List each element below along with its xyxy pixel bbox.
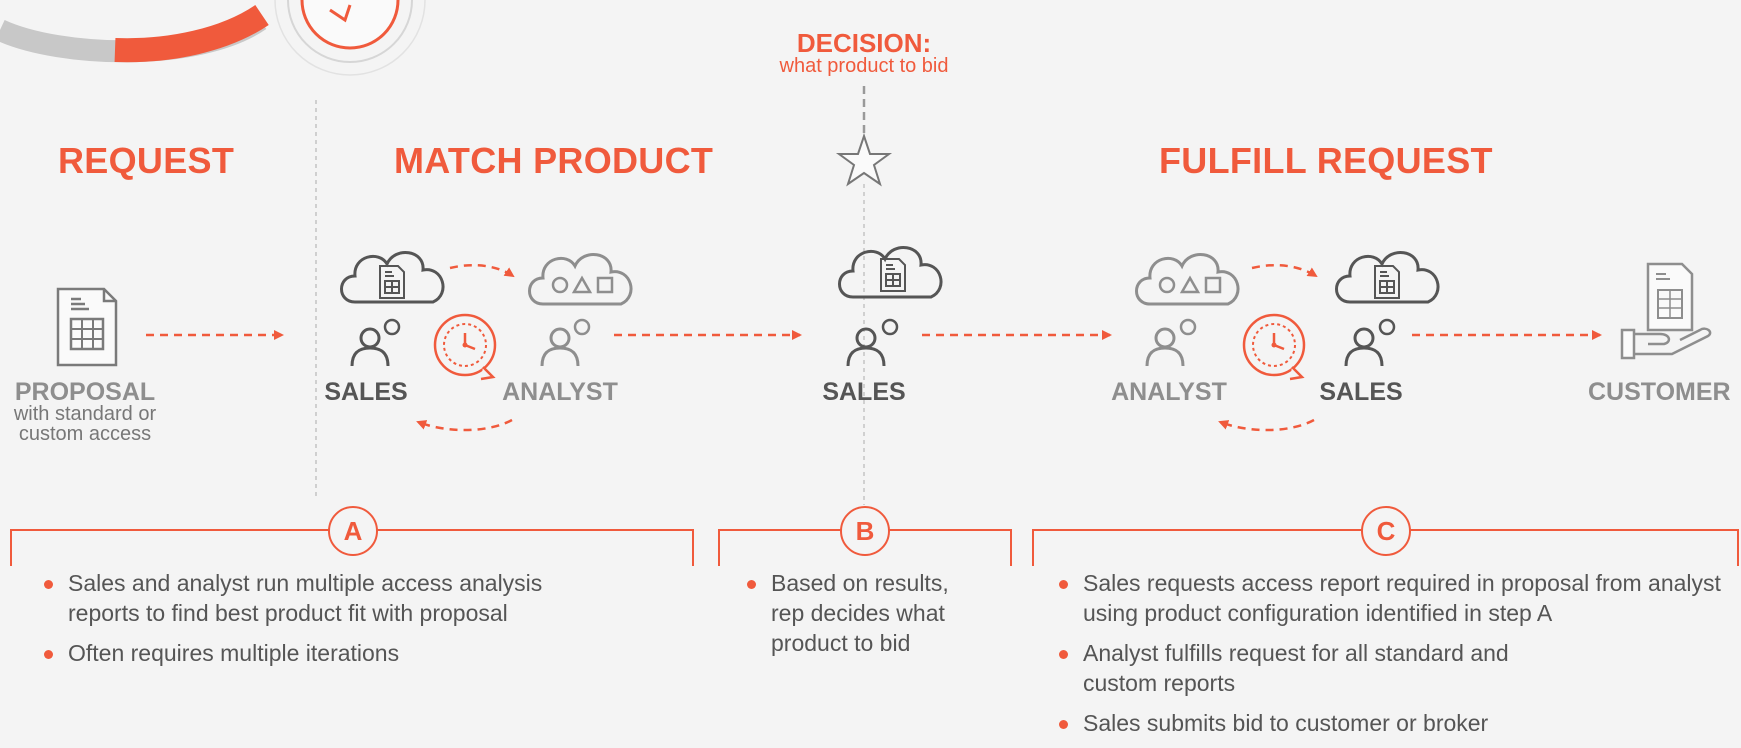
customer-hand-document-icon bbox=[1620, 262, 1712, 360]
clock-icon-1 bbox=[433, 313, 497, 381]
step-b-bullet-1: Based on results, rep decides what produ… bbox=[745, 568, 985, 658]
step-c-bullet-3: Sales submits bid to customer or broker bbox=[1057, 708, 1727, 738]
step-badge-c: C bbox=[1361, 506, 1411, 556]
arc-sales-to-analyst-2 bbox=[1218, 418, 1315, 432]
sales-1-icon bbox=[340, 251, 445, 368]
customer-label: CUSTOMER bbox=[1588, 378, 1731, 406]
star-icon bbox=[835, 132, 893, 187]
proposal-sub-2: custom access bbox=[18, 423, 152, 445]
step-a-bullets: Sales and analyst run multiple access an… bbox=[42, 568, 602, 678]
stage-title-fulfill: FULFILL REQUEST bbox=[1159, 140, 1493, 181]
sales-1-label: SALES bbox=[324, 378, 408, 406]
analyst-1-icon bbox=[528, 253, 633, 368]
stage-title-request: REQUEST bbox=[58, 140, 235, 181]
step-c-bullet-2: Analyst fulfills request for all standar… bbox=[1057, 638, 1583, 698]
proposal-label: PROPOSAL bbox=[14, 378, 156, 406]
arc-analyst-to-sales-2 bbox=[1251, 263, 1318, 278]
step-b-bullets: Based on results, rep decides what produ… bbox=[745, 568, 985, 668]
step-c-bullet-1: Sales requests access report required in… bbox=[1057, 568, 1727, 628]
analyst-2-icon bbox=[1135, 253, 1240, 368]
step-badge-a: A bbox=[328, 506, 378, 556]
sales-3-label: SALES bbox=[1319, 378, 1403, 406]
decision-subtitle: what product to bid bbox=[779, 55, 949, 77]
stage-title-match: MATCH PRODUCT bbox=[394, 140, 714, 181]
sales-2-label: SALES bbox=[822, 378, 906, 406]
proposal-document-icon bbox=[56, 287, 118, 367]
step-a-bullet-1: Sales and analyst run multiple access an… bbox=[42, 568, 602, 628]
step-badge-b: B bbox=[840, 506, 890, 556]
sales-3-icon bbox=[1335, 251, 1440, 368]
step-a-bullet-2: Often requires multiple iterations bbox=[42, 638, 602, 668]
decorative-ring bbox=[0, 0, 426, 76]
analyst-2-label: ANALYST bbox=[1111, 378, 1227, 406]
clock-icon-2 bbox=[1242, 313, 1306, 381]
step-c-bullets: Sales requests access report required in… bbox=[1057, 568, 1727, 748]
proposal-sub-1: with standard or bbox=[13, 403, 157, 425]
decision-title: DECISION: bbox=[796, 28, 932, 58]
analyst-1-label: ANALYST bbox=[502, 378, 618, 406]
sales-2-icon bbox=[838, 246, 943, 368]
arc-sales-to-analyst-1 bbox=[449, 263, 515, 278]
process-diagram-graphics bbox=[0, 0, 1739, 566]
arc-analyst-to-sales-1 bbox=[416, 418, 513, 432]
